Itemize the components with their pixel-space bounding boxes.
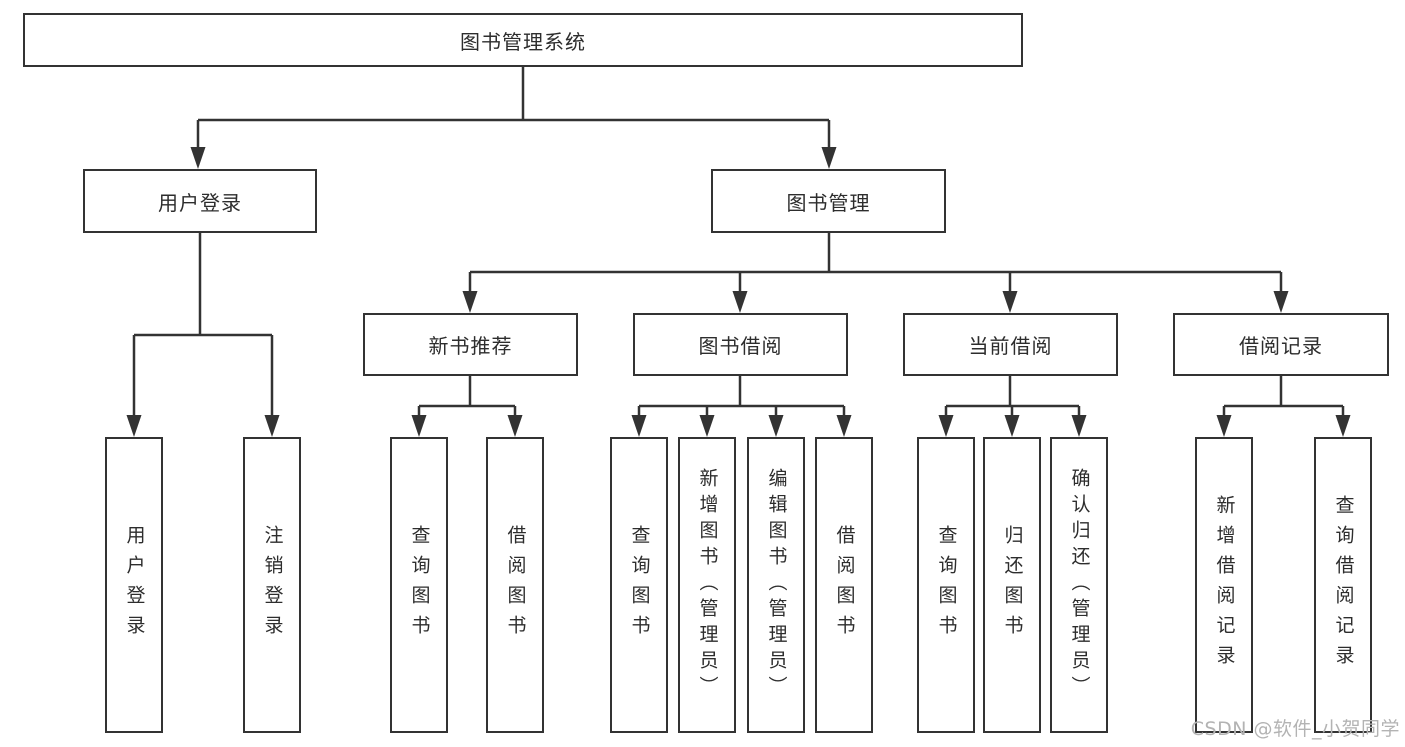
- leaf-query-books-recommend-label: 查询图书: [408, 525, 431, 645]
- leaf-user-login-label: 用户登录: [123, 525, 146, 645]
- watermark: CSDN @软件_小贺同学: [1190, 718, 1400, 740]
- arrow-down-icon: [264, 415, 280, 437]
- leaf-edit-book-admin-label: 编辑图书（管理员）: [765, 468, 788, 702]
- node-root-label: 图书管理系统: [460, 29, 586, 54]
- leaf-query-books-borrow-label: 查询图书: [628, 525, 651, 645]
- arrow-down-icon: [768, 415, 784, 437]
- leaf-user-login: 用户登录: [105, 437, 163, 733]
- arrow-down-icon: [732, 291, 748, 313]
- arrow-down-icon: [507, 415, 523, 437]
- leaf-confirm-return-admin: 确认归还（管理员）: [1050, 437, 1108, 733]
- leaf-return-books-label: 归还图书: [1001, 525, 1024, 645]
- leaf-borrow-books-recommend-label: 借阅图书: [504, 525, 527, 645]
- leaf-query-books-borrow: 查询图书: [610, 437, 668, 733]
- node-borrow-records-label: 借阅记录: [1239, 334, 1323, 358]
- arrow-down-icon: [126, 415, 142, 437]
- arrow-down-icon: [938, 415, 954, 437]
- node-book-borrow: 图书借阅: [633, 313, 848, 376]
- leaf-confirm-return-admin-label: 确认归还（管理员）: [1068, 468, 1091, 702]
- node-new-book-recommend-label: 新书推荐: [428, 334, 513, 358]
- leaf-borrow-books: 借阅图书: [815, 437, 873, 733]
- leaf-edit-book-admin: 编辑图书（管理员）: [747, 437, 805, 733]
- leaf-add-borrow-record: 新增借阅记录: [1195, 437, 1253, 733]
- leaf-query-books-recommend: 查询图书: [390, 437, 448, 733]
- arrow-down-icon: [1273, 291, 1289, 313]
- arrow-down-icon: [1002, 291, 1018, 313]
- leaf-logout-label: 注销登录: [261, 525, 284, 645]
- leaf-query-books-current: 查询图书: [917, 437, 975, 733]
- leaf-add-book-admin-label: 新增图书（管理员）: [696, 468, 719, 702]
- leaf-logout: 注销登录: [243, 437, 301, 733]
- arrow-down-icon: [821, 147, 837, 169]
- node-user-login: 用户登录: [83, 169, 317, 233]
- node-current-borrow-label: 当前借阅: [968, 334, 1053, 358]
- node-book-management-label: 图书管理: [786, 190, 871, 215]
- node-borrow-records: 借阅记录: [1173, 313, 1389, 376]
- node-root: 图书管理系统: [23, 13, 1023, 67]
- arrow-down-icon: [1216, 415, 1232, 437]
- leaf-query-books-current-label: 查询图书: [935, 525, 958, 645]
- node-current-borrow: 当前借阅: [903, 313, 1118, 376]
- arrow-down-icon: [1004, 415, 1020, 437]
- leaf-query-borrow-record-label: 查询借阅记录: [1332, 495, 1355, 675]
- arrow-down-icon: [1071, 415, 1087, 437]
- arrow-down-icon: [836, 415, 852, 437]
- leaf-borrow-books-recommend: 借阅图书: [486, 437, 544, 733]
- leaf-borrow-books-label: 借阅图书: [833, 525, 856, 645]
- leaf-add-borrow-record-label: 新增借阅记录: [1213, 495, 1236, 675]
- leaf-return-books: 归还图书: [983, 437, 1041, 733]
- arrow-down-icon: [411, 415, 427, 437]
- leaf-query-borrow-record: 查询借阅记录: [1314, 437, 1372, 733]
- node-new-book-recommend: 新书推荐: [363, 313, 578, 376]
- arrow-down-icon: [462, 291, 478, 313]
- node-book-management: 图书管理: [711, 169, 946, 233]
- arrow-down-icon: [190, 147, 206, 169]
- arrow-down-icon: [699, 415, 715, 437]
- node-user-login-label: 用户登录: [158, 190, 242, 215]
- arrow-down-icon: [631, 415, 647, 437]
- leaf-add-book-admin: 新增图书（管理员）: [678, 437, 736, 733]
- arrow-down-icon: [1335, 415, 1351, 437]
- node-book-borrow-label: 图书借阅: [698, 334, 783, 358]
